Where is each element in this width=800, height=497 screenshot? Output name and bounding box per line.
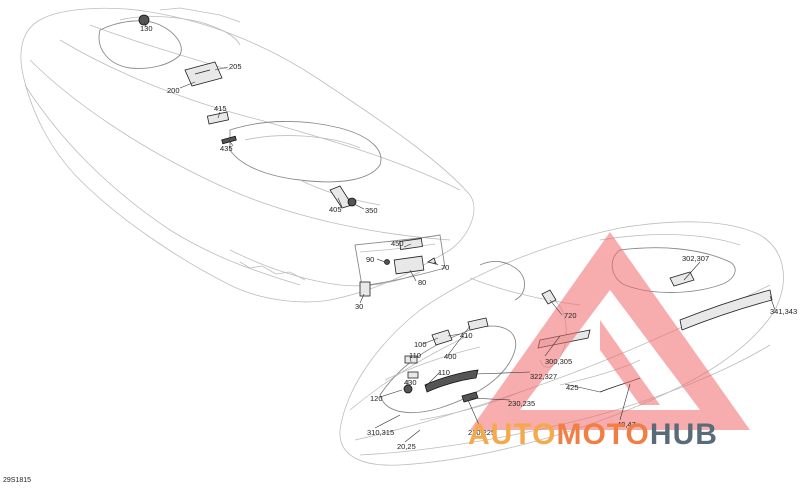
callout-label: 322,327 bbox=[530, 372, 557, 381]
callout-label: 30 bbox=[355, 302, 363, 311]
callout-label: 310,315 bbox=[367, 428, 394, 437]
callout-label: 720 bbox=[564, 311, 577, 320]
callout-label: 430 bbox=[404, 378, 417, 387]
callout-label: 341,343 bbox=[770, 307, 797, 316]
leader-lines bbox=[143, 21, 776, 443]
callout-label: 405 bbox=[329, 205, 342, 214]
callout-label: 200 bbox=[167, 86, 180, 95]
callout-label: 205 bbox=[229, 62, 242, 71]
callout-label: 450 bbox=[391, 239, 404, 248]
callout-label: 110 bbox=[438, 368, 450, 377]
callout-label: 80 bbox=[418, 278, 426, 287]
callouts-bottom: 302,307 341,343 720 410 100 400 110 110 … bbox=[367, 254, 797, 451]
callout-label: 220,225 bbox=[468, 428, 495, 437]
callout-label: 400 bbox=[444, 352, 457, 361]
callout-label: 70 bbox=[441, 263, 449, 272]
callout-label: 230,235 bbox=[508, 399, 535, 408]
watermark-logo bbox=[470, 232, 750, 430]
callout-label: 120 bbox=[370, 394, 383, 403]
callout-label: 415 bbox=[214, 104, 227, 113]
callout-label: 90 bbox=[366, 255, 374, 264]
callouts-top: 130 205 200 415 435 405 350 450 90 70 80… bbox=[140, 24, 449, 311]
callout-label: 425 bbox=[566, 383, 579, 392]
callout-label: 130 bbox=[140, 24, 153, 33]
callout-label: 300,305 bbox=[545, 357, 572, 366]
callout-label: 20,25 bbox=[397, 442, 416, 451]
watermark-wordmark: AUTOMOTOHUB bbox=[468, 418, 718, 452]
callout-label: 100 bbox=[414, 340, 427, 349]
diagram-reference-code: 29S1815 bbox=[3, 477, 32, 484]
top-watercraft bbox=[20, 7, 475, 303]
callout-label: 110 bbox=[409, 351, 421, 360]
watermark-word-moto: MOTO bbox=[556, 418, 650, 451]
callout-label: 302,307 bbox=[682, 254, 709, 263]
watermark-word-hub: HUB bbox=[649, 418, 718, 451]
callout-label: 40,47 bbox=[617, 420, 636, 429]
watermark-word-auto: AUTO bbox=[468, 418, 557, 451]
watermark-triangle bbox=[470, 232, 750, 430]
callout-label: 435 bbox=[220, 144, 233, 153]
callout-label: 410 bbox=[460, 331, 473, 340]
callout-label: 350 bbox=[365, 206, 378, 215]
